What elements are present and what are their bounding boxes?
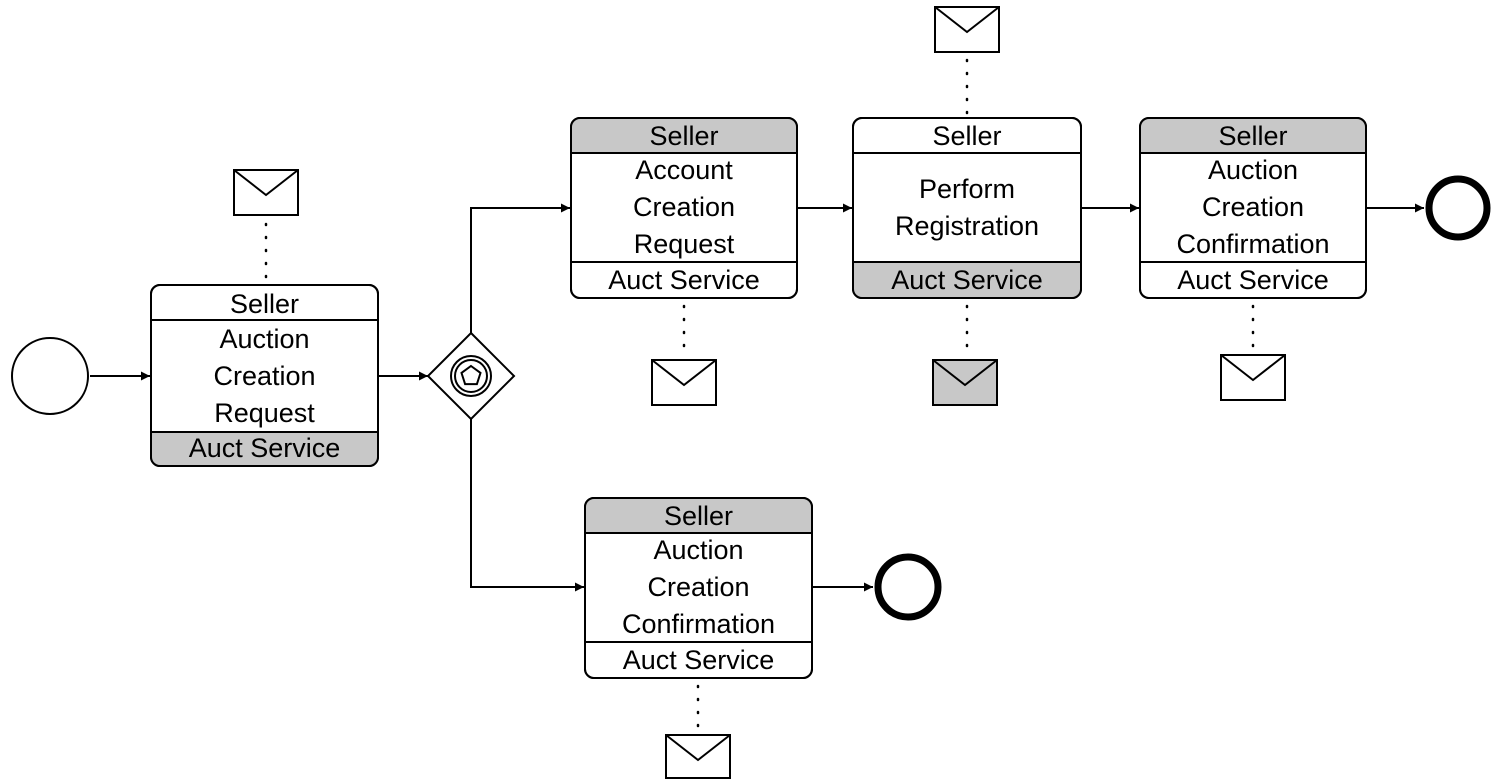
start-event[interactable] [11, 337, 89, 415]
event-based-gateway[interactable] [426, 331, 516, 421]
participant-bottom-label: Auct Service [1177, 265, 1329, 295]
message-envelope-icon[interactable] [233, 169, 299, 216]
flow-gateway-to-t5 [470, 419, 584, 592]
participant-top-label: Seller [230, 289, 299, 319]
task-name-line: Account [635, 155, 733, 185]
message-envelope-icon[interactable] [651, 359, 717, 406]
participant-bottom-label: Auct Service [189, 433, 341, 463]
message-associations [264, 58, 1255, 734]
participant-bottom-label: Auct Service [891, 265, 1043, 295]
message-envelope-shaded-icon[interactable] [932, 359, 998, 406]
choreography-task-account-creation-request[interactable]: Seller Account Creation Request Auct Ser… [570, 117, 798, 299]
participant-top-label: Seller [649, 121, 718, 151]
choreography-task-auction-creation-request[interactable]: Seller Auction Creation Request Auct Ser… [150, 284, 379, 467]
pentagon-icon [460, 364, 482, 386]
participant-top-label: Seller [1218, 121, 1287, 151]
sequence-flows [90, 203, 1424, 592]
end-event-bottom[interactable] [874, 553, 942, 621]
task-name-line: Confirmation [1176, 229, 1329, 259]
task-name-line: Auction [219, 324, 309, 354]
message-envelope-icon[interactable] [1220, 354, 1286, 401]
task-name-line: Creation [633, 192, 735, 222]
flow-gateway-to-t2 [470, 203, 570, 333]
task-name-line: Auction [653, 535, 743, 565]
task-name-line: Request [214, 398, 315, 428]
task-name-line: Request [634, 229, 735, 259]
choreography-task-auction-creation-confirmation-top[interactable]: Seller Auction Creation Confirmation Auc… [1139, 117, 1367, 299]
task-name-line: Confirmation [622, 609, 775, 639]
task-name-line: Perform [919, 174, 1015, 204]
task-name-line: Creation [647, 572, 749, 602]
participant-bottom-label: Auct Service [623, 645, 775, 675]
task-name-line: Creation [1202, 192, 1304, 222]
participant-top-label: Seller [932, 121, 1001, 151]
task-name-line: Creation [213, 361, 315, 391]
task-name-line: Registration [895, 211, 1039, 241]
task-name-line: Auction [1208, 155, 1298, 185]
message-envelope-icon[interactable] [934, 6, 1000, 53]
participant-bottom-label: Auct Service [608, 265, 760, 295]
message-envelope-icon[interactable] [665, 734, 731, 779]
participant-top-label: Seller [664, 501, 733, 531]
end-event-top[interactable] [1425, 175, 1491, 241]
choreography-task-auction-creation-confirmation-bottom[interactable]: Seller Auction Creation Confirmation Auc… [584, 497, 813, 679]
choreography-task-perform-registration[interactable]: Seller Perform Registration Auct Service [852, 117, 1082, 299]
